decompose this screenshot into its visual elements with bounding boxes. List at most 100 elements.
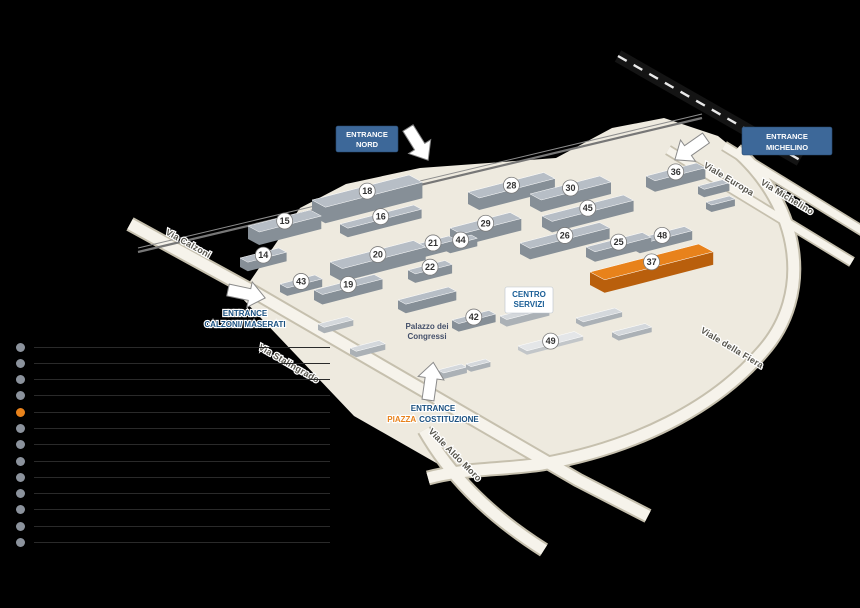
- building-side: [330, 247, 426, 282]
- legend-dot[interactable]: [16, 538, 25, 548]
- pavilion-badge-18[interactable]: 18: [358, 182, 376, 200]
- badge-number: 20: [373, 250, 383, 260]
- pavilion-badge-15[interactable]: 15: [276, 212, 294, 230]
- legend-item[interactable]: [16, 374, 346, 386]
- pavilion-badge-16[interactable]: 16: [372, 208, 390, 226]
- legend-item[interactable]: [16, 357, 346, 369]
- legend-item[interactable]: [16, 488, 346, 500]
- pavilion-badge-29[interactable]: 29: [477, 214, 495, 232]
- legend-dot[interactable]: [16, 391, 25, 401]
- legend-dot[interactable]: [16, 358, 25, 368]
- legend-line-placeholder: [34, 542, 330, 544]
- pavilion-badge-48[interactable]: 48: [653, 226, 671, 244]
- building-side: [576, 311, 623, 327]
- legend-dot[interactable]: [16, 342, 25, 352]
- pavilion-badge-49[interactable]: 49: [542, 332, 560, 350]
- pavilion-badge-22[interactable]: 22: [421, 258, 439, 276]
- badge-circle: [562, 179, 579, 197]
- building-side: [590, 251, 714, 293]
- pavilion-badge-42[interactable]: 42: [465, 308, 483, 326]
- entrance-costituzione-accent: PIAZZA: [387, 415, 416, 424]
- pavilion-badge-45[interactable]: 45: [579, 199, 597, 217]
- road-michelino: [722, 142, 860, 234]
- costituzione-entrance-arrow-icon: [417, 361, 445, 402]
- building-roof: [397, 286, 457, 305]
- legend-dot[interactable]: [16, 472, 25, 482]
- badge-circle: [503, 176, 520, 194]
- badge-number: 28: [506, 180, 516, 190]
- badge-circle: [254, 246, 272, 264]
- entrance-michelino-box: ENTRANCE MICHELINO: [741, 126, 833, 156]
- legend-item[interactable]: [16, 455, 346, 467]
- legend-dot[interactable]: [16, 456, 25, 466]
- legend-item[interactable]: [16, 471, 346, 483]
- building-roof: [575, 307, 623, 323]
- road-calzoni-stalingrado: [127, 219, 651, 521]
- entrance-michelino-line1: ENTRANCE: [766, 132, 808, 141]
- legend-item[interactable]: [16, 341, 346, 353]
- badge-number: 37: [647, 257, 657, 267]
- legend-dot[interactable]: [16, 423, 25, 433]
- pavilion-badge-19[interactable]: 19: [339, 276, 357, 293]
- legend-dot[interactable]: [16, 440, 25, 450]
- legend-dot[interactable]: [16, 489, 25, 499]
- legend-line-placeholder: [34, 379, 330, 381]
- legend-item[interactable]: [16, 422, 346, 434]
- building-side: [350, 343, 386, 358]
- pavilion-badge-30[interactable]: 30: [562, 179, 579, 197]
- badge-number: 45: [583, 203, 593, 213]
- palazzo-line1: Palazzo dei: [405, 322, 448, 331]
- legend-dot-highlighted[interactable]: [16, 407, 25, 417]
- building-side: [312, 182, 423, 224]
- pavilion-badge-43[interactable]: 43: [292, 273, 310, 290]
- legend-item[interactable]: [16, 439, 346, 451]
- pavilion-badge-37[interactable]: 37: [643, 253, 660, 271]
- building-side: [706, 199, 735, 212]
- building-roof: [465, 358, 492, 367]
- building-roof: [349, 340, 386, 352]
- centro-servizi-line2: SERVIZI: [514, 300, 545, 309]
- pavilion-badge-25[interactable]: 25: [610, 233, 628, 251]
- entrance-costituzione-name: COSTITUZIONE: [419, 415, 479, 424]
- legend-item[interactable]: [16, 537, 346, 549]
- legend-dot[interactable]: [16, 505, 25, 515]
- pavilion-badge-44[interactable]: 44: [452, 231, 470, 249]
- legend-item[interactable]: [16, 520, 346, 532]
- pavilion-badge-26[interactable]: 26: [556, 227, 574, 244]
- badge-number: 26: [560, 230, 570, 240]
- legend-item[interactable]: [16, 504, 346, 516]
- building-roof: [697, 179, 731, 190]
- badge-circle: [358, 182, 376, 200]
- pavilion-badge-14[interactable]: 14: [254, 246, 272, 264]
- badge-number: 15: [280, 216, 290, 226]
- badge-circle: [579, 199, 597, 217]
- pavilion-badge-21[interactable]: 21: [424, 234, 442, 252]
- north-entrance-arrow-icon: [402, 124, 432, 161]
- map-block: [465, 358, 492, 372]
- badge-number: 30: [566, 183, 576, 193]
- pavilion-badge-28[interactable]: 28: [503, 176, 520, 194]
- legend-line-placeholder: [34, 509, 330, 511]
- entrance-calzoni-line1: ENTRANCE: [223, 309, 268, 318]
- legend-item[interactable]: [16, 390, 346, 402]
- badge-number: 36: [671, 167, 681, 177]
- legend-line-placeholder: [34, 525, 330, 527]
- entrance-calzoni-label: ENTRANCE CALZONI/ MASERATI: [203, 308, 286, 330]
- badge-number: 25: [614, 237, 624, 247]
- pavilion-badge-20[interactable]: 20: [369, 246, 387, 263]
- badge-number: 48: [657, 230, 667, 240]
- badge-number: 44: [456, 235, 466, 245]
- badge-number: 43: [296, 276, 306, 286]
- legend-line-placeholder: [34, 493, 330, 495]
- badge-number: 19: [343, 280, 353, 290]
- pavilion-badge-36[interactable]: 36: [667, 163, 685, 181]
- building-roof: [317, 316, 354, 328]
- legend-item[interactable]: [16, 406, 346, 418]
- michelino-entrance-arrow-icon: [674, 132, 711, 162]
- badge-number: 42: [469, 312, 479, 322]
- legend-dot[interactable]: [16, 521, 25, 531]
- legend-dot[interactable]: [16, 375, 25, 385]
- building-roof: [611, 323, 653, 336]
